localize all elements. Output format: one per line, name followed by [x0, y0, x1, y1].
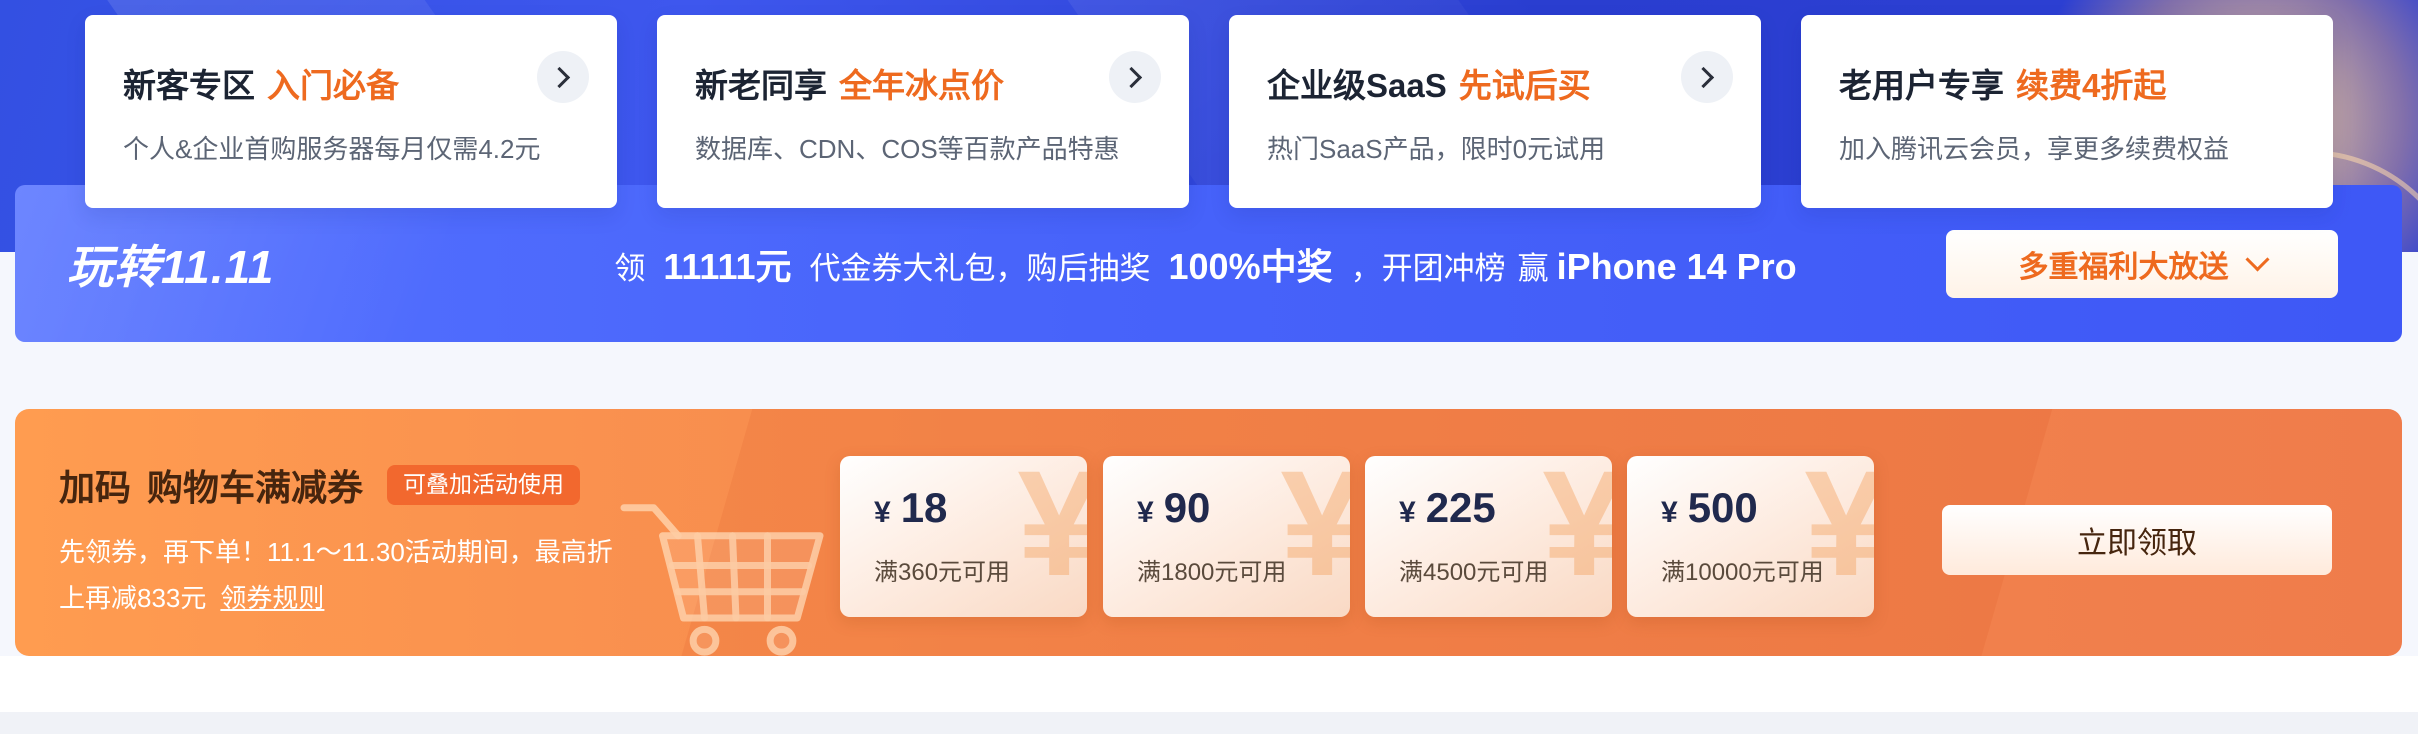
more-benefits-button[interactable]: 多重福利大放送: [1946, 229, 2338, 298]
card-subtitle: 数据库、CDN、COS等百款产品特惠: [695, 134, 1120, 164]
card-title: 新老同享全年冰点价: [695, 59, 1004, 107]
currency-symbol: ¥: [874, 496, 891, 529]
arrow-right-icon[interactable]: [537, 51, 589, 103]
arrow-right-icon[interactable]: [1109, 51, 1161, 103]
event-title: 玩转11.11: [67, 240, 275, 293]
shopping-cart-icon: [620, 504, 824, 656]
promo-card-renewal[interactable]: 老用户专享续费4折起 加入腾讯云会员，享更多续费权益: [1801, 15, 2333, 208]
chevron-right-icon: [1692, 66, 1715, 89]
stackable-badge: 可叠加活动使用: [387, 465, 581, 505]
cart-coupon-banner: 加码 购物车满减券 可叠加活动使用 先领券，再下单！11.1～11.30活动期间…: [15, 409, 2402, 656]
coupon-amount: ¥18: [874, 484, 947, 532]
event-promo-text: 领 11111元 代金券大礼包，购后抽奖 100%中奖 ，开团冲榜 赢 iPho…: [608, 238, 1808, 290]
chevron-down-icon: [2244, 247, 2270, 272]
coupon-amount: ¥225: [1399, 484, 1496, 532]
coupon-condition: 满1800元可用: [1137, 559, 1287, 586]
card-title: 新客专区入门必备: [123, 59, 399, 107]
coupon-value: 90: [1163, 484, 1211, 531]
coupon-amount: ¥500: [1661, 484, 1758, 532]
yuan-watermark-icon: ¥: [1542, 456, 1612, 607]
coupon-value: 225: [1425, 484, 1496, 531]
bottom-section-edge: [0, 712, 2418, 734]
promo-voucher-amount: 11111元: [663, 245, 792, 287]
card-title-highlight: 先试后买: [1458, 67, 1591, 104]
claim-coupons-button[interactable]: 立即领取: [1942, 505, 2332, 575]
promo-card-new-customer[interactable]: 新客专区入门必备 个人&企业首购服务器每月仅需4.2元: [85, 15, 617, 208]
coupon-description: 先领券，再下单！11.1～11.30活动期间，最高折上再减833元领券规则: [59, 529, 619, 621]
coupon-card[interactable]: ¥ ¥18 满360元可用: [840, 456, 1087, 617]
arrow-right-icon[interactable]: [1681, 51, 1733, 103]
yuan-watermark-icon: ¥: [1017, 456, 1087, 607]
promo-card-saas[interactable]: 企业级SaaS 先试后买 热门SaaS产品，限时0元试用: [1229, 15, 1761, 208]
coupon-condition: 满10000元可用: [1661, 559, 1824, 586]
promo-text-part: ，开团冲榜: [1350, 250, 1506, 286]
promo-win-rate: 100%中奖: [1168, 245, 1333, 287]
coupon-value: 18: [900, 484, 948, 531]
promo-prize: iPhone 14 Pro: [1556, 245, 1797, 287]
coupon-condition: 满4500元可用: [1399, 559, 1549, 586]
card-title-main: 企业级SaaS: [1267, 67, 1447, 104]
card-title-highlight: 全年冰点价: [839, 67, 1004, 104]
card-title-main: 新老同享: [695, 67, 827, 104]
card-title-highlight: 入门必备: [267, 67, 399, 104]
coupon-card[interactable]: ¥ ¥90 满1800元可用: [1103, 456, 1350, 617]
coupon-card[interactable]: ¥ ¥225 满4500元可用: [1365, 456, 1612, 617]
promo-text-part: 代金券大礼包，购后抽奖: [809, 250, 1151, 286]
card-title-main: 新客专区: [123, 67, 255, 104]
more-benefits-label: 多重福利大放送: [2018, 250, 2229, 284]
yuan-watermark-icon: ¥: [1280, 456, 1350, 607]
currency-symbol: ¥: [1137, 496, 1154, 529]
card-title-main: 老用户专享: [1839, 67, 2004, 104]
coupon-card[interactable]: ¥ ¥500 满10000元可用: [1627, 456, 1874, 617]
event-bar-11-11: 玩转11.11 领 11111元 代金券大礼包，购后抽奖 100%中奖 ，开团冲…: [15, 185, 2402, 342]
coupon-rules-link[interactable]: 领券规则: [220, 583, 325, 613]
card-subtitle: 热门SaaS产品，限时0元试用: [1267, 134, 1606, 164]
claim-coupons-label: 立即领取: [2077, 527, 2197, 560]
card-title: 老用户专享续费4折起: [1839, 59, 2166, 107]
coupon-condition: 满360元可用: [874, 559, 1011, 586]
card-title-highlight: 续费4折起: [2016, 67, 2167, 104]
card-subtitle: 个人&企业首购服务器每月仅需4.2元: [123, 134, 541, 164]
currency-symbol: ¥: [1399, 496, 1416, 529]
yuan-watermark-icon: ¥: [1804, 456, 1874, 607]
promo-text-part: 赢: [1517, 250, 1549, 286]
card-title: 企业级SaaS 先试后买: [1267, 59, 1591, 107]
coupon-banner-tag: 加码: [59, 467, 132, 508]
coupon-banner-title: 购物车满减券: [147, 467, 364, 508]
coupon-amount: ¥90: [1137, 484, 1210, 532]
currency-symbol: ¥: [1661, 496, 1678, 529]
promo-text-part: 领: [614, 250, 646, 286]
coupon-description-text: 先领券，再下单！11.1～11.30活动期间，最高折上再减833元: [59, 537, 613, 613]
chevron-right-icon: [1120, 66, 1143, 89]
card-subtitle: 加入腾讯云会员，享更多续费权益: [1839, 134, 2230, 164]
chevron-right-icon: [548, 66, 571, 89]
promo-card-ice-price[interactable]: 新老同享全年冰点价 数据库、CDN、COS等百款产品特惠: [657, 15, 1189, 208]
coupon-value: 500: [1687, 484, 1758, 531]
coupon-banner-heading: 加码 购物车满减券 可叠加活动使用: [59, 459, 581, 511]
